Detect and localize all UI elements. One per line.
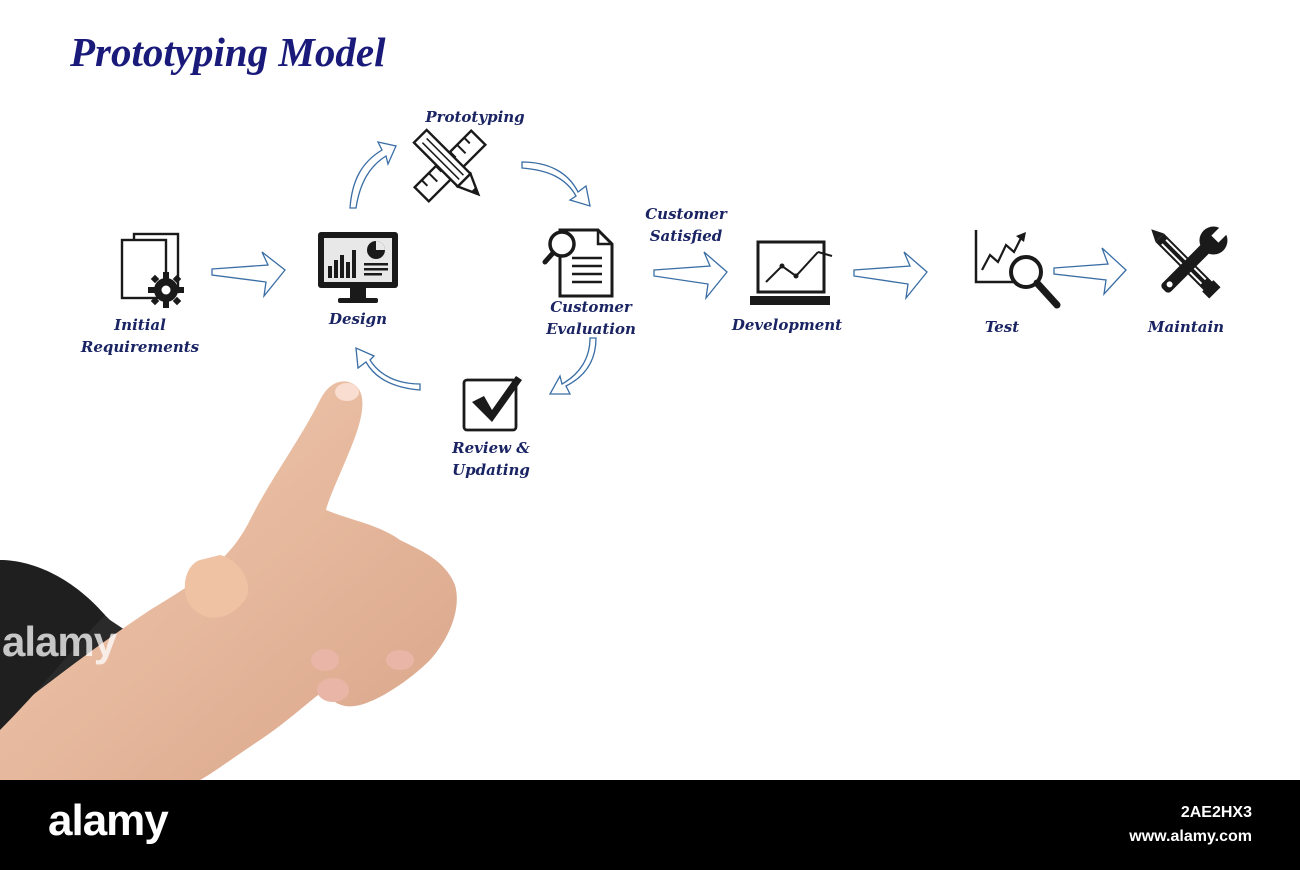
customer-evaluation-label-line1: Customer	[536, 296, 646, 318]
chart-magnifier-icon	[976, 230, 1057, 305]
arrow-prototyping-to-evaluation	[522, 162, 590, 206]
test-label: Test	[972, 316, 1032, 338]
brand-logo: alamy	[48, 796, 168, 846]
node-initial-requirements: Initial Requirements	[80, 314, 200, 358]
design-label: Design	[318, 308, 398, 330]
pencil-ruler-icon	[414, 130, 485, 201]
watermark-text: alamy	[2, 618, 116, 666]
image-id: 2AE2HX3	[1181, 804, 1252, 822]
initial-requirements-label-line2: Requirements	[80, 336, 200, 358]
development-label: Development	[726, 314, 848, 336]
footer-bar	[0, 780, 1300, 870]
review-updating-label-line2: Updating	[436, 459, 546, 481]
review-updating-label-line1: Review &	[436, 437, 546, 459]
documents-gear-icon	[122, 234, 184, 308]
pointing-hand	[0, 381, 457, 780]
customer-evaluation-label-line2: Evaluation	[536, 318, 646, 340]
wrench-pencil-icon	[1146, 219, 1235, 300]
customer-satisfied-label-line2: Satisfied	[632, 225, 740, 247]
customer-satisfied-label: Customer Satisfied	[632, 203, 740, 247]
arrow-development-to-test	[854, 252, 927, 298]
customer-satisfied-label-line1: Customer	[632, 203, 740, 225]
prototyping-label: Prototyping	[415, 106, 535, 128]
arrow-initial-to-design	[212, 252, 285, 296]
arrow-evaluation-to-review	[550, 338, 596, 394]
document-magnifier-icon	[545, 230, 612, 296]
site-url[interactable]: www.alamy.com	[1129, 828, 1252, 846]
node-customer-evaluation: Customer Evaluation	[536, 296, 646, 340]
arrow-evaluation-to-development	[654, 252, 727, 298]
laptop-chart-icon	[750, 242, 832, 305]
diagram-canvas: Prototyping Model	[0, 0, 1300, 780]
monitor-chart-icon	[318, 232, 398, 303]
arrow-test-to-maintain	[1054, 248, 1126, 294]
maintain-label: Maintain	[1140, 316, 1232, 338]
checkbox-icon	[464, 376, 522, 430]
node-review-updating: Review & Updating	[436, 437, 546, 481]
process-diagram	[0, 0, 1300, 780]
arrow-design-to-prototyping	[350, 142, 396, 208]
initial-requirements-label-line1: Initial	[80, 314, 200, 336]
arrow-review-to-design	[356, 348, 420, 390]
